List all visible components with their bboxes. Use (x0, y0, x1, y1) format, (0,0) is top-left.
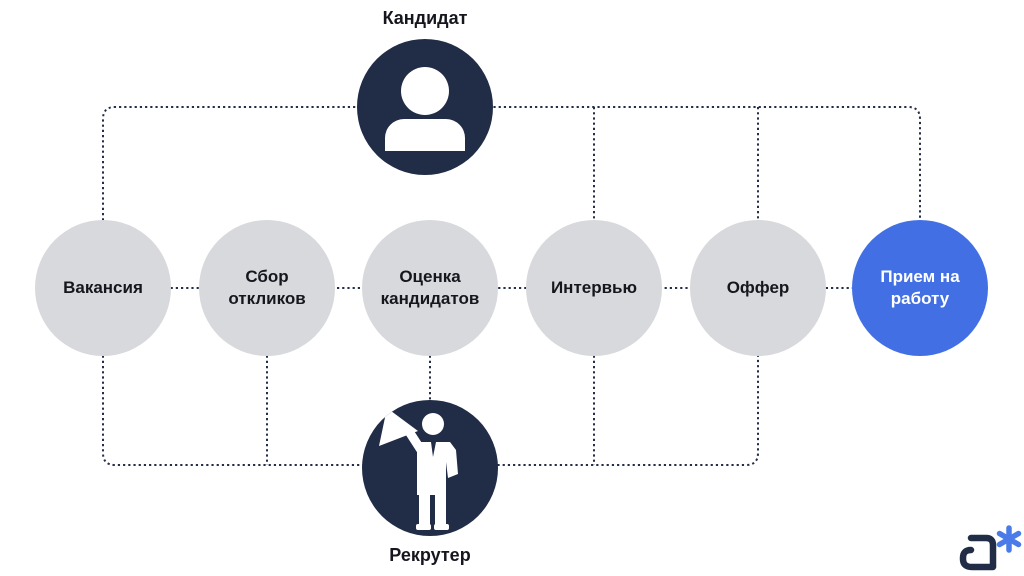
megaphone-person-icon (379, 408, 458, 530)
recruiter-node (362, 400, 498, 536)
stage-collect-responses: Сбор откликов (199, 220, 335, 356)
stage-candidate-evaluation: Оценка кандидатов (362, 220, 498, 356)
stage-offer: Оффер (690, 220, 826, 356)
megaphone-icon (379, 408, 418, 446)
candidate-label: Кандидат (382, 8, 468, 28)
stage-hiring: Прием на работу (852, 220, 988, 356)
a-asterisk-logo (959, 525, 1022, 571)
person-icon (385, 67, 465, 151)
stage-label: Интервью (550, 277, 638, 297)
stage-label: Сбор откликов (228, 266, 306, 308)
candidate-node (357, 39, 493, 175)
stage-label: Вакансия (63, 277, 143, 297)
stage-interview: Интервью (526, 220, 662, 356)
stage-label: Оффер (726, 277, 790, 297)
stage-vacancy: Вакансия (35, 220, 171, 356)
logo-letter-a (959, 534, 997, 571)
logo-asterisk (996, 525, 1022, 553)
recruiter-label: Рекрутер (389, 545, 471, 565)
stage-label: Прием на работу (880, 266, 960, 308)
stage-label: Оценка кандидатов (380, 266, 480, 308)
